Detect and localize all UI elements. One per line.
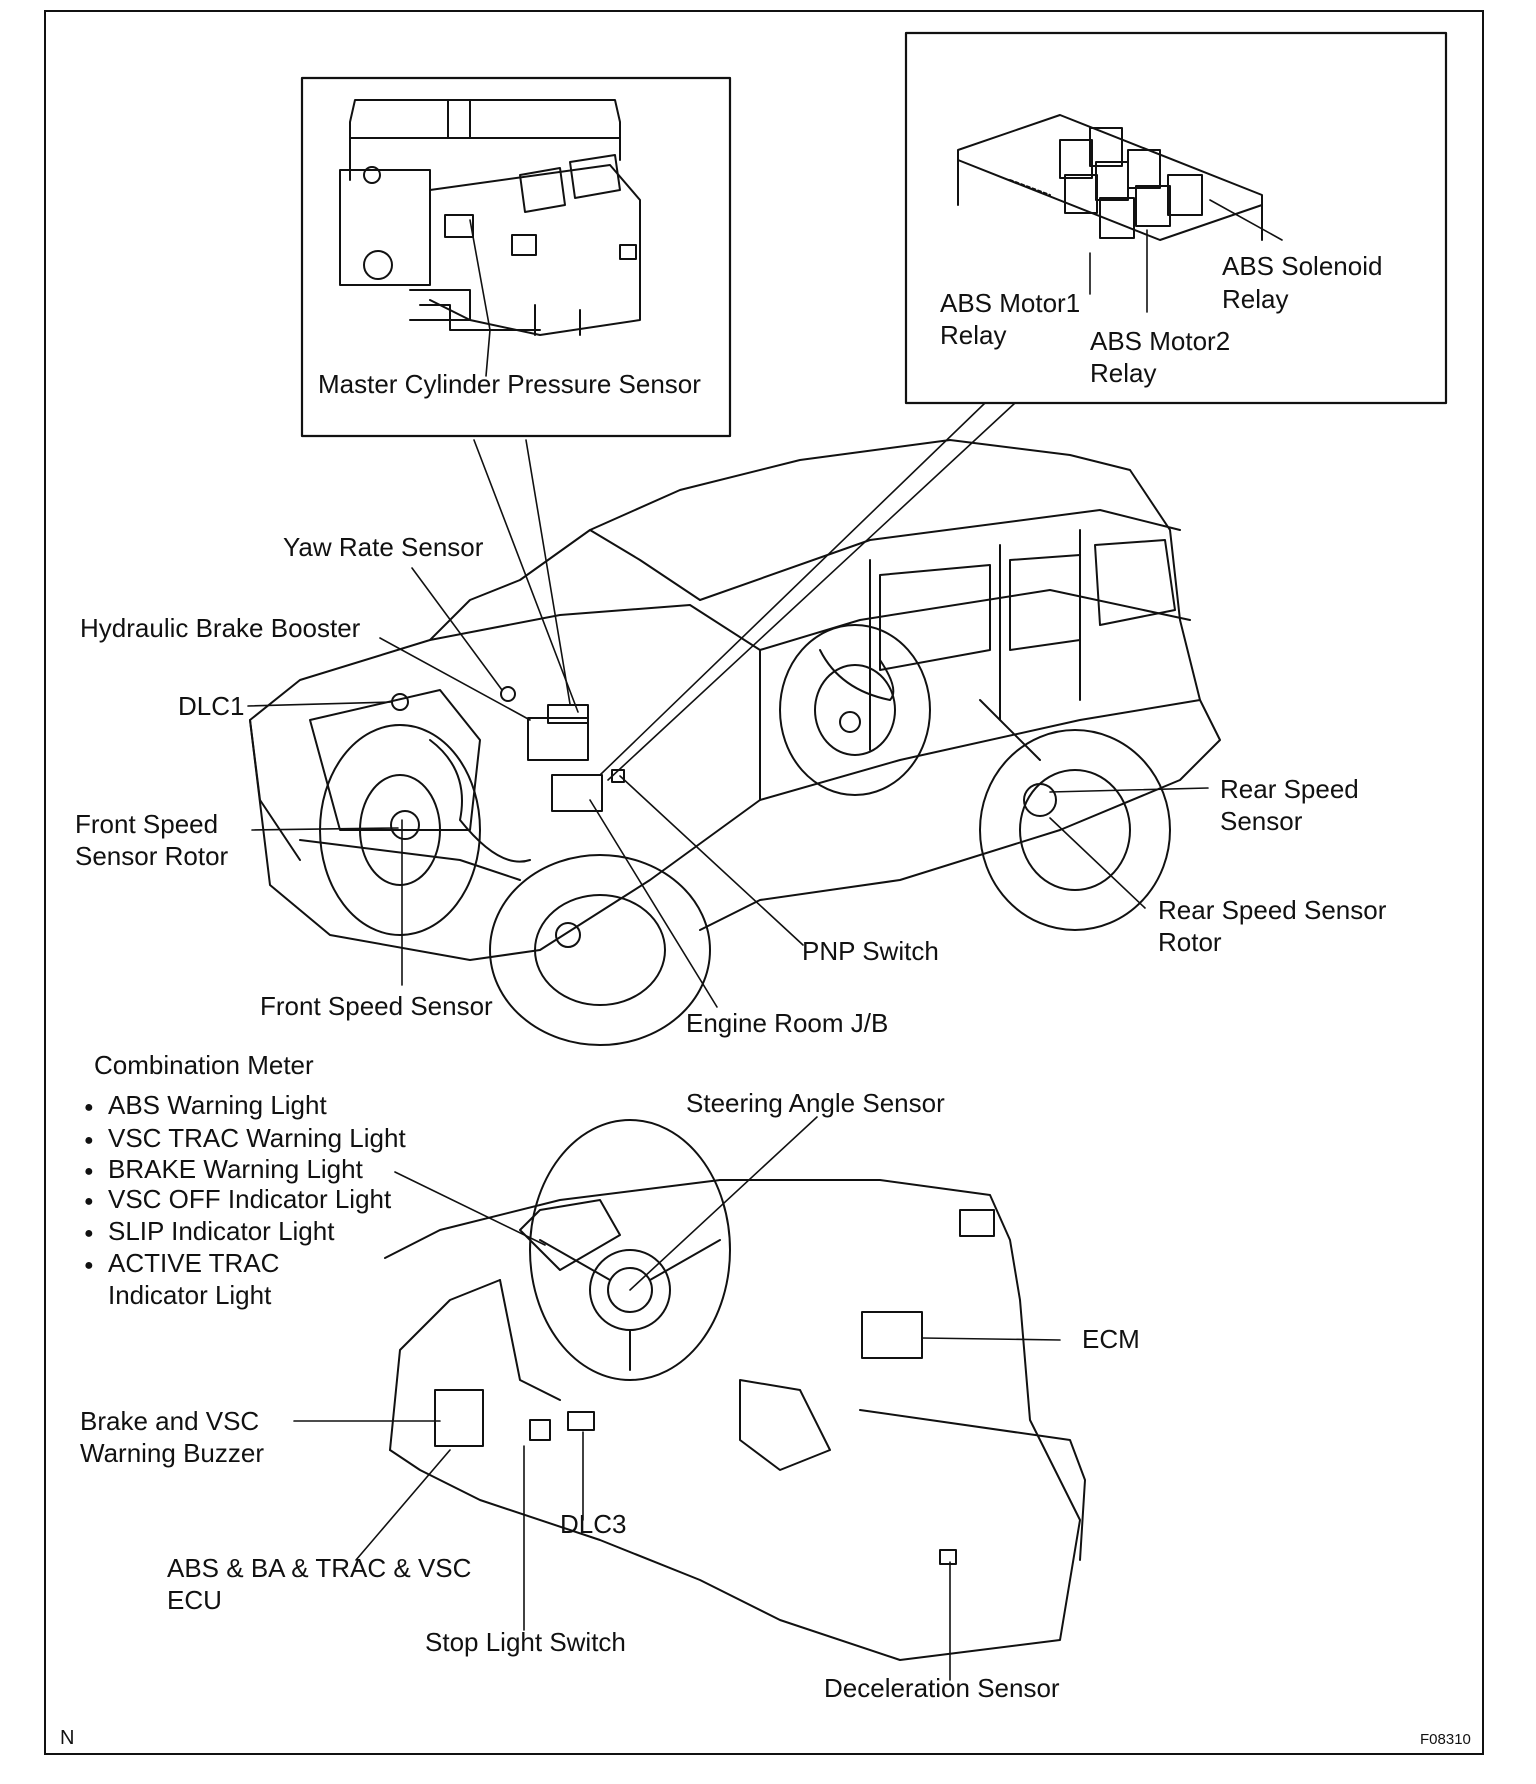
junction-block-shape <box>551 774 603 812</box>
label-stop-light-switch: Stop Light Switch <box>425 1627 626 1657</box>
master-cylinder-drawing <box>339 99 641 336</box>
combination-meter-item: VSC TRAC Warning Light <box>84 1122 406 1157</box>
label-brake-vsc-warning-buzzer-line1: Brake and VSC <box>80 1406 260 1436</box>
front-right-wheel <box>489 854 711 1046</box>
label-abs-ba-trac-vsc-ecu-line1: ABS & BA & TRAC & VSC <box>167 1553 472 1583</box>
label-front-speed-sensor: Front Speed Sensor <box>260 991 493 1021</box>
ecu-shape <box>434 1389 484 1447</box>
label-master-cylinder-pressure-sensor: Master Cylinder Pressure Sensor <box>318 369 701 399</box>
label-dlc1: DLC1 <box>178 691 245 721</box>
label-engine-room-jb: Engine Room J/B <box>686 1008 889 1038</box>
label-front-speed-sensor-rotor-line1: Front Speed <box>75 809 219 839</box>
label-deceleration-sensor: Deceleration Sensor <box>824 1673 1060 1703</box>
label-dlc3: DLC3 <box>560 1509 627 1539</box>
combination-meter-item-continuation: Indicator Light <box>108 1280 272 1310</box>
label-brake-vsc-warning-buzzer-line2: Warning Buzzer <box>80 1438 264 1468</box>
label-abs-motor1-relay-line2: Relay <box>940 320 1007 350</box>
brake-booster-shape <box>527 717 589 761</box>
rear-right-wheel <box>979 729 1171 931</box>
corner-mark: N <box>60 1727 75 1749</box>
label-rear-speed-sensor-rotor-line2: Rotor <box>1158 927 1222 957</box>
relay-inset-box <box>904 31 1448 405</box>
combination-meter-item: ACTIVE TRAC <box>84 1247 279 1282</box>
label-abs-motor1-relay-line1: ABS Motor1 <box>940 288 1081 318</box>
relay-block-drawing <box>957 114 1263 241</box>
combination-meter-item: VSC OFF Indicator Light <box>84 1183 391 1218</box>
label-front-speed-sensor-rotor-line2: Sensor Rotor <box>75 841 229 871</box>
label-rear-speed-sensor-rotor-line1: Rear Speed Sensor <box>1158 895 1387 925</box>
label-abs-ba-trac-vsc-ecu-line2: ECU <box>167 1585 222 1615</box>
label-abs-solenoid-relay-line2: Relay <box>1222 284 1289 314</box>
label-pnp-switch: PNP Switch <box>802 936 939 966</box>
figure-code: F08310 <box>1420 1731 1471 1748</box>
steering-wheel <box>529 1119 731 1381</box>
combination-meter-item: BRAKE Warning Light <box>84 1153 363 1188</box>
dashboard-drawing <box>384 1119 1086 1661</box>
combination-meter-item: ABS Warning Light <box>84 1089 327 1124</box>
label-abs-solenoid-relay-line1: ABS Solenoid <box>1222 251 1383 281</box>
label-abs-motor2-relay-line2: Relay <box>1090 358 1157 388</box>
label-abs-motor2-relay-line1: ABS Motor2 <box>1090 326 1231 356</box>
combination-meter-title: Combination Meter <box>94 1050 314 1080</box>
label-ecm: ECM <box>1082 1324 1140 1354</box>
leader-lines <box>247 199 1283 1681</box>
label-rear-speed-sensor-line1: Rear Speed <box>1220 774 1359 804</box>
ecm-shape <box>861 1311 923 1359</box>
label-yaw-rate-sensor: Yaw Rate Sensor <box>283 532 484 562</box>
rear-left-wheel <box>779 624 931 796</box>
label-steering-angle-sensor: Steering Angle Sensor <box>686 1088 945 1118</box>
master-cylinder-inset-box <box>300 76 732 438</box>
label-hydraulic-brake-booster: Hydraulic Brake Booster <box>80 613 361 643</box>
combination-meter-item: SLIP Indicator Light <box>84 1215 334 1250</box>
diagram-frame <box>44 10 1484 1755</box>
front-left-wheel <box>319 724 481 936</box>
vehicle-body-drawing <box>249 439 1221 1046</box>
label-rear-speed-sensor-line2: Sensor <box>1220 806 1303 836</box>
